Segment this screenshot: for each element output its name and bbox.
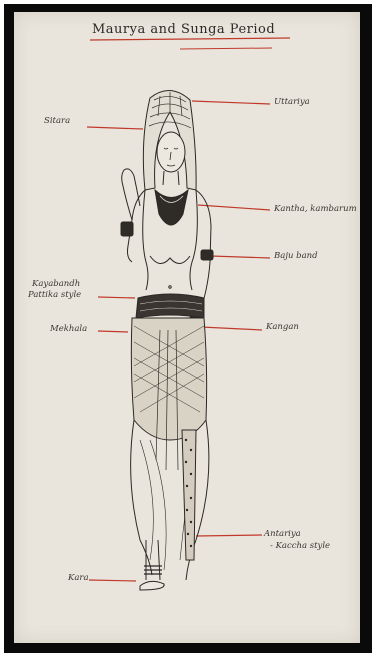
label-kayabandh-sub: Pattika style <box>28 291 81 301</box>
feet <box>140 581 164 590</box>
title-underline-2 <box>180 48 272 49</box>
page-title: Maurya and Sunga Period <box>92 22 292 37</box>
leader-kara <box>89 580 136 581</box>
kayabandh-belt <box>136 294 204 318</box>
label-kangan: Kangan <box>266 323 299 333</box>
leader-uttariya <box>192 101 270 104</box>
lower-drape <box>131 420 209 580</box>
label-mekhala: Mekhala <box>50 325 87 335</box>
label-antariya-sub: - Kaccha style <box>270 542 330 552</box>
label-kara: Kara <box>68 574 89 584</box>
leader-kangan <box>201 327 262 330</box>
side-panel <box>182 430 196 560</box>
leader-kayabandh <box>98 297 135 298</box>
leader-sitara <box>87 127 143 129</box>
leader-mekhala <box>98 331 128 332</box>
label-bajuband: Baju band <box>274 252 318 262</box>
label-sitara: Sitara <box>44 117 70 127</box>
figure-line-art <box>121 90 213 590</box>
torso-left <box>143 190 148 290</box>
leader-bajuband <box>211 256 270 258</box>
label-uttariya: Uttariya <box>274 98 310 108</box>
title-underline-1 <box>90 38 290 40</box>
label-kantha: Kantha, kambarum <box>274 205 357 215</box>
raised-hand <box>122 169 140 220</box>
label-kayabandh: Kayabandh <box>32 280 80 290</box>
label-antariya: Antariya <box>264 530 301 540</box>
torso-right <box>190 190 197 290</box>
chest <box>150 256 190 264</box>
leader-antariya <box>196 535 262 536</box>
necklace <box>155 190 188 225</box>
